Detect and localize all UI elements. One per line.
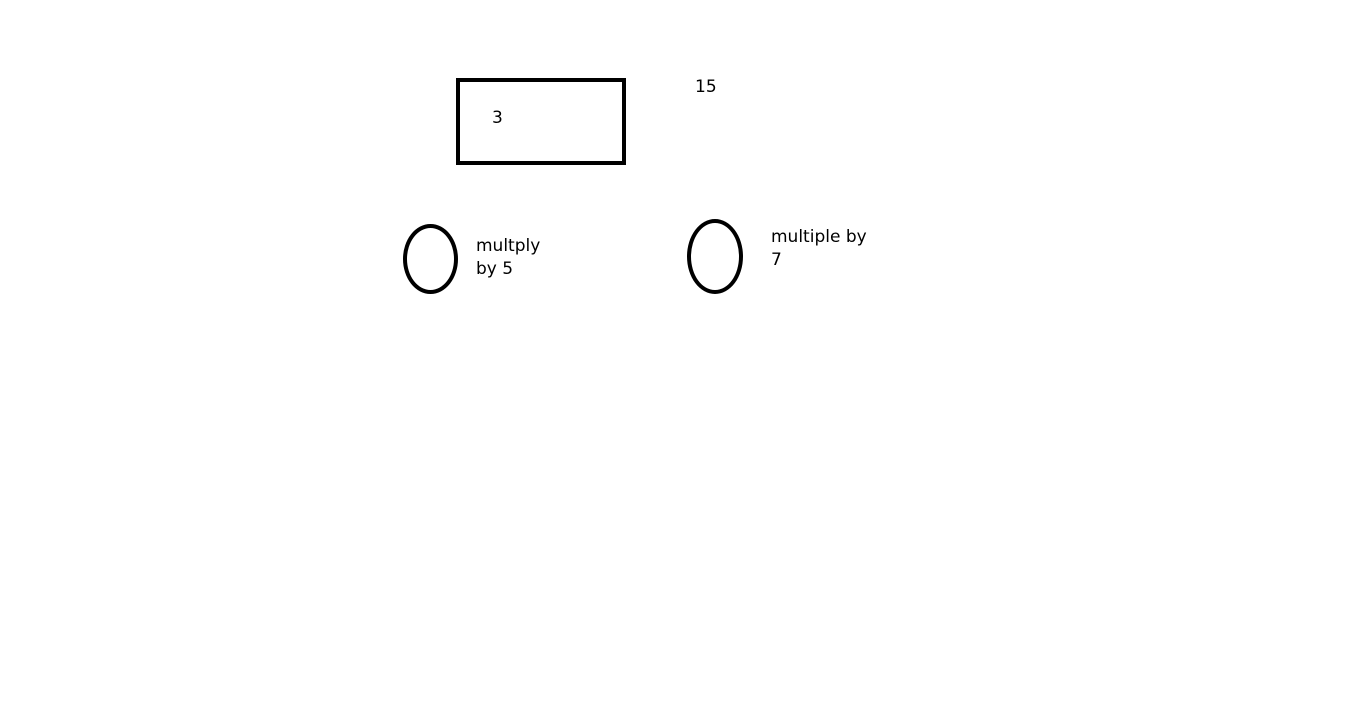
result-value-text: 15 xyxy=(695,77,717,97)
option-multiply-by-7[interactable]: multiple by 7 xyxy=(687,218,887,296)
option-label-multiply-by-5: multply by 5 xyxy=(476,236,541,279)
option-label-multiply-by-7: multiple by 7 xyxy=(771,227,867,270)
radio-circle-icon[interactable] xyxy=(687,219,743,294)
input-value-text: 3 xyxy=(492,108,503,128)
option-multiply-by-5[interactable]: multply by 5 xyxy=(403,222,563,294)
input-value-box[interactable]: 3 xyxy=(456,78,626,165)
radio-circle-icon[interactable] xyxy=(403,224,458,294)
